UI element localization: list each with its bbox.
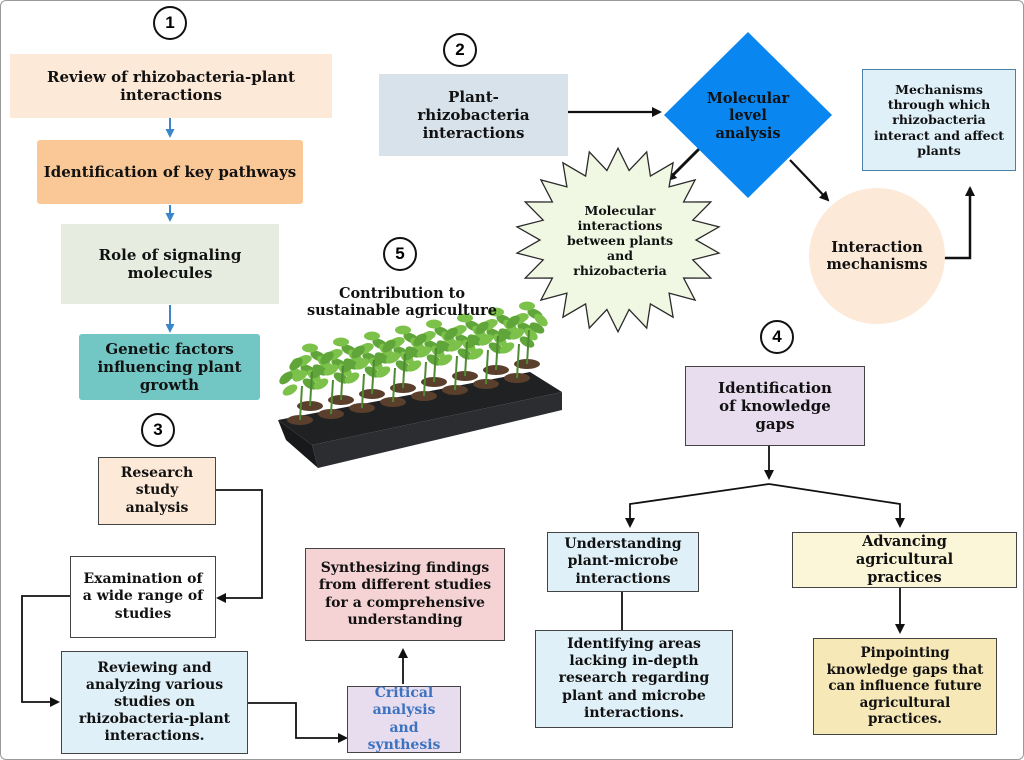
seedling-stem (371, 359, 375, 395)
identifying-areas-box: Identifying areas lacking in-depth resea… (535, 630, 733, 728)
seedling-leaf (437, 354, 453, 366)
seedling-leaf (468, 348, 484, 360)
seedling-leaf (457, 313, 473, 323)
seedling-stem (330, 379, 334, 415)
seedling-leaf (413, 333, 427, 347)
arrow-research-to-examination (216, 489, 263, 603)
interaction-circle (809, 188, 945, 324)
key-pathways-box: Identification of key pathways (37, 140, 303, 204)
step-marker-3: 3 (141, 413, 175, 447)
plant-rhizobacteria-box: Plant-rhizobacteria interactions (379, 74, 568, 156)
step-marker-4: 4 (760, 320, 794, 354)
seedling-leaf (364, 331, 380, 341)
seedling-stem (433, 347, 437, 383)
arrow-gaps-to-understanding (625, 483, 770, 528)
seedling-stem (516, 343, 520, 379)
seedling-leaf (499, 342, 515, 354)
arrow-gaps-to-advancing (768, 483, 905, 528)
seedling-leaf (282, 384, 298, 396)
seedling-leaf (382, 339, 396, 353)
seedling-stem (309, 371, 313, 407)
seedling-stem (526, 329, 530, 365)
molecular-interactions-label: Molecular interactions between plants an… (566, 202, 674, 278)
understanding-box: Understanding plant-microbe interactions (547, 532, 699, 592)
seedling-leaf (444, 327, 458, 341)
seedling-leaf (313, 378, 329, 390)
pinpointing-box: Pinpointing knowledge gaps that can infl… (813, 638, 997, 735)
seedling-leaf (320, 351, 334, 365)
seedling-stem (464, 341, 468, 377)
seedling-leaf (524, 327, 538, 341)
seedling-leaf (289, 357, 303, 371)
genetic-factors-box: Genetic factors influencing plant growth (79, 334, 260, 400)
knowledge-gaps-box: Identification of knowledge gaps (685, 366, 865, 446)
research-study-box: Research study analysis (98, 457, 216, 525)
seedling-leaf (447, 340, 463, 352)
seedling-leaf (478, 334, 494, 346)
arrow-reviewing-to-critical (248, 702, 348, 743)
seedling-leaf (323, 364, 339, 376)
starburst-shape (515, 146, 721, 334)
step-marker-5: 5 (383, 237, 417, 271)
reviewing-box: Reviewing and analyzing various studies … (61, 651, 248, 754)
step-marker-1: 1 (153, 6, 187, 40)
arrow-interaction-to-mechanisms (944, 186, 975, 260)
seedling-leaf (344, 372, 360, 384)
seedling-leaf (509, 328, 525, 340)
seedling-stem (299, 385, 303, 421)
critical-analysis-box: Critical analysis and synthesis (347, 685, 461, 753)
review-box: Review of rhizobacteria-plant interactio… (10, 54, 332, 118)
step-marker-2: 2 (443, 33, 477, 67)
seedling-stem (423, 361, 427, 397)
interaction-mechanisms-label: Interaction mechanisms (826, 238, 928, 273)
seedling-leaf (534, 313, 548, 327)
seedling-stem (340, 365, 344, 401)
signaling-molecules-box: Role of signaling molecules (61, 224, 279, 304)
arrow-molecular-to-starburst (666, 146, 702, 182)
seedling-leaf (488, 307, 504, 317)
synthesizing-box: Synthesizing findings from different stu… (305, 548, 505, 641)
molecular-diamond (664, 32, 832, 198)
seedling-leaf (426, 319, 442, 329)
arrow-examination-to-reviewing (21, 595, 70, 707)
seedling-leaf (333, 337, 349, 347)
seedling-leaf (302, 343, 318, 353)
seedling-stem (361, 373, 365, 409)
arrow-molecular-to-interaction (789, 159, 830, 202)
seedling-leaf (395, 325, 411, 335)
seedling-stem (485, 349, 489, 385)
seedling-leaf (279, 371, 293, 385)
seedling-stem (454, 355, 458, 391)
seedling-leaf (406, 360, 422, 372)
seedling-leaf (519, 301, 535, 311)
seedling-stem (392, 367, 396, 403)
seedling-leaf (375, 366, 391, 378)
seedling-leaf (506, 315, 520, 329)
seedling-leaf (416, 346, 432, 358)
examination-box: Examination of a wide range of studies (70, 556, 216, 638)
seedling-leaf (292, 370, 308, 382)
molecular-analysis-label: Molecular level analysis (706, 89, 790, 142)
sustainable-agriculture-title: Contribution to sustainable agriculture (307, 284, 497, 319)
seedling-tray-illustration (278, 301, 562, 468)
seedling-stem (495, 335, 499, 371)
seedling-stem (402, 353, 406, 389)
seedling-leaf (385, 352, 401, 364)
advancing-box: Advancing agricultural practices (792, 532, 1017, 588)
seedling-leaf (354, 358, 370, 370)
mechanisms-box: Mechanisms through which rhizobacteria i… (862, 69, 1016, 171)
seedling-leaf (351, 345, 365, 359)
seedling-leaf (475, 321, 489, 335)
